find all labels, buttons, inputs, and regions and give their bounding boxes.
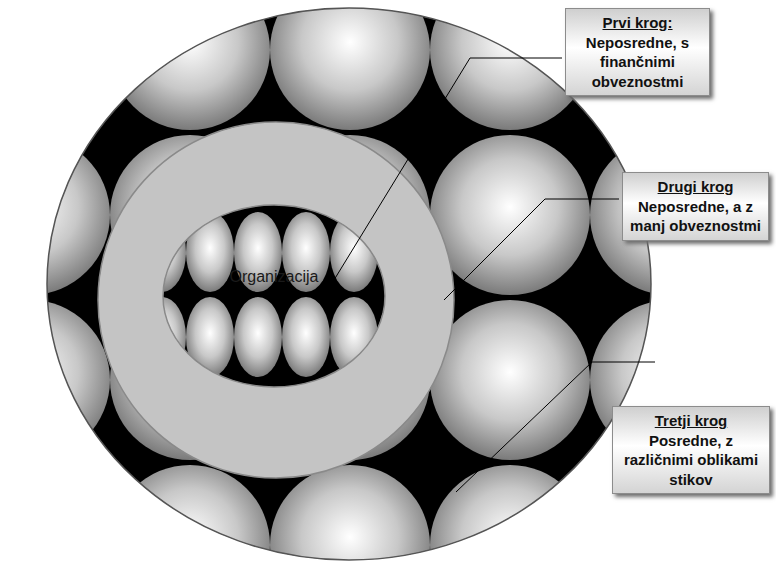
callout-heading: Prvi krog: (572, 13, 703, 33)
sphere (138, 297, 186, 377)
callout-box: Drugi krogNeposredne, a z manj obveznost… (622, 172, 769, 241)
callout-text: Posredne, z različnimi oblikami stikov (619, 431, 763, 490)
inner-circle (138, 190, 426, 400)
callout-heading: Drugi krog (629, 177, 762, 197)
sphere (0, 0, 110, 130)
sphere (378, 297, 426, 377)
callout-text: Neposredne, s finančnimi obveznostmi (572, 33, 703, 92)
sphere (282, 297, 330, 377)
sphere (186, 297, 234, 377)
callout-box: Tretji krogPosredne, z različnimi oblika… (612, 406, 770, 494)
sphere (110, 0, 270, 130)
sphere (186, 212, 234, 292)
middle-ring (98, 122, 454, 478)
sphere (270, 0, 430, 130)
sphere (0, 300, 110, 460)
sphere (138, 212, 186, 292)
sphere (430, 465, 590, 562)
callout-heading: Tretji krog (619, 411, 763, 431)
callout-text: Organizacija (230, 268, 319, 285)
sphere (110, 465, 270, 562)
sphere (378, 212, 426, 292)
sphere (270, 465, 430, 562)
sphere (0, 135, 110, 295)
sphere (430, 135, 590, 295)
sphere (430, 300, 590, 460)
sphere (234, 297, 282, 377)
callout-text: Neposredne, a z manj obveznostmi (629, 197, 762, 236)
sphere (330, 297, 378, 377)
leader-line (334, 58, 562, 280)
organization-label: Organizacija (184, 268, 364, 286)
callout-box: Prvi krog:Neposredne, s finančnimi obvez… (565, 8, 710, 96)
leader-line (444, 199, 619, 300)
sphere (0, 465, 110, 562)
